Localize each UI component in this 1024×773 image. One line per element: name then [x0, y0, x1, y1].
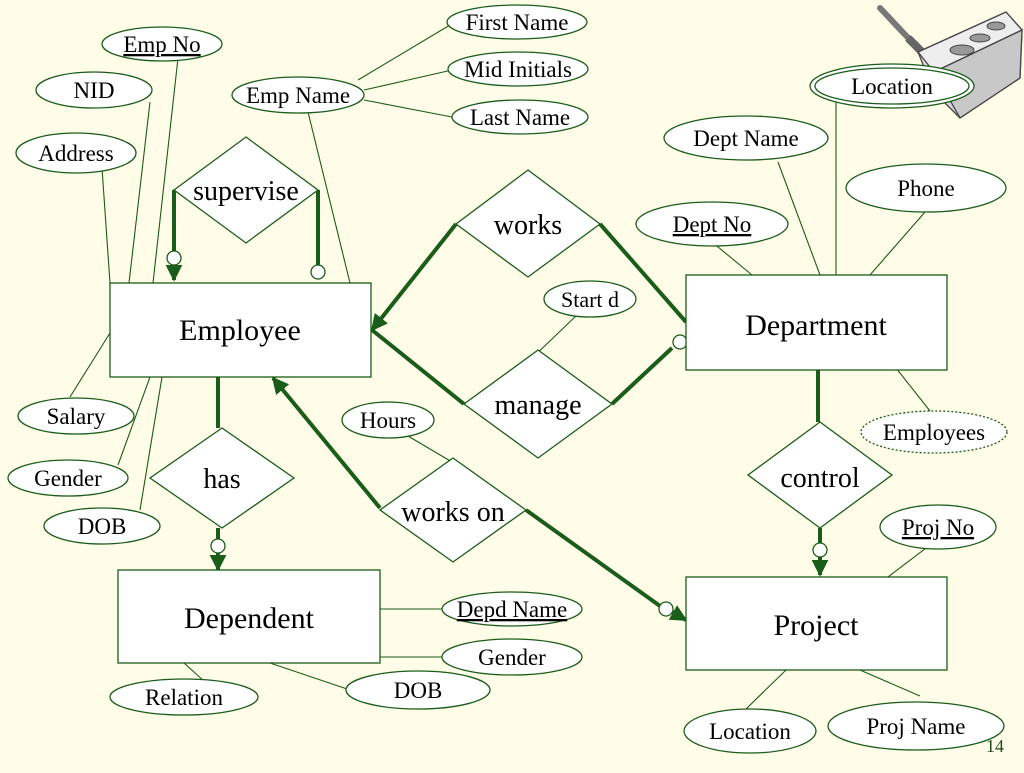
entity-label: Department [745, 309, 887, 342]
attr-label: First Name [466, 10, 569, 35]
attr-label: Emp Name [246, 83, 350, 108]
attr-label: NID [74, 78, 115, 103]
attr-label: Location [709, 719, 791, 744]
relationship-has[interactable]: has [148, 427, 296, 529]
attr-first-name[interactable]: First Name [446, 4, 588, 40]
attr-label: Mid Initials [464, 57, 572, 82]
entity-label: Employee [179, 314, 301, 347]
attr-project-location[interactable]: Location [683, 708, 817, 754]
attr-dept-location[interactable]: Location [809, 63, 975, 109]
works-on-ring [658, 601, 674, 617]
attr-label: Proj Name [866, 714, 965, 739]
attr-dob[interactable]: DOB [43, 507, 161, 545]
entity-employee[interactable]: Employee [109, 282, 372, 378]
participation-rings [166, 250, 828, 617]
attr-label: DOB [78, 514, 127, 539]
attr-label: Emp No [123, 32, 200, 57]
attr-label: Location [851, 74, 933, 99]
attr-label: Relation [145, 685, 223, 710]
attr-label: Phone [897, 176, 955, 201]
relationship-label: has [203, 464, 240, 495]
attr-label: Gender [478, 645, 546, 670]
attr-employees[interactable]: Employees [860, 410, 1008, 454]
attr-emp-name[interactable]: Emp Name [231, 76, 365, 114]
attr-gender[interactable]: Gender [7, 459, 129, 497]
relationship-lines [165, 190, 829, 622]
cheese-grater-icon [877, 5, 1024, 119]
attr-dept-name[interactable]: Dept Name [663, 115, 829, 161]
relationship-supervise[interactable]: supervise [172, 136, 320, 244]
attr-dept-no[interactable]: Dept No [635, 201, 789, 247]
attr-hours[interactable]: Hours [341, 401, 435, 439]
attr-relation[interactable]: Relation [109, 678, 259, 716]
supervise-ring [310, 264, 326, 280]
relationship-works[interactable]: works [454, 169, 602, 278]
relationship-manage[interactable]: manage [462, 349, 614, 459]
attr-dependent-dob[interactable]: DOB [345, 670, 491, 710]
attr-label: Proj No [902, 515, 974, 540]
page-number: 14 [986, 736, 1004, 756]
attr-start-date[interactable]: Start d [543, 280, 637, 318]
relationship-label: works on [401, 497, 504, 528]
relationship-label: manage [494, 390, 581, 421]
attr-label: Start d [561, 287, 619, 312]
manage-ring [672, 334, 688, 350]
attr-nid[interactable]: NID [35, 71, 153, 109]
supervise-ring [166, 250, 182, 266]
attr-label: Last Name [470, 105, 570, 130]
attr-phone[interactable]: Phone [845, 163, 1007, 213]
entity-dependent[interactable]: Dependent [117, 569, 381, 664]
attr-proj-name[interactable]: Proj Name [827, 701, 1005, 751]
relationship-label: works [494, 210, 562, 241]
attr-label: Dept Name [693, 126, 798, 151]
attr-emp-no[interactable]: Emp No [101, 26, 223, 62]
entity-department[interactable]: Department [685, 274, 948, 371]
attr-label: Dept No [673, 212, 752, 237]
attr-label: Hours [360, 408, 416, 433]
relationship-control[interactable]: control [746, 421, 894, 529]
attr-label: Address [38, 141, 113, 166]
attr-salary[interactable]: Salary [17, 397, 135, 435]
relationship-works-on[interactable]: works on [378, 457, 528, 563]
attr-proj-no[interactable]: Proj No [879, 504, 997, 550]
entity-project[interactable]: Project [685, 576, 948, 671]
attr-label: DOB [394, 678, 443, 703]
control-ring [812, 542, 828, 558]
relationship-label: supervise [193, 176, 299, 207]
attr-label: Gender [34, 466, 102, 491]
attribute-lines [69, 24, 931, 711]
attr-label: Salary [47, 404, 106, 429]
attr-mid-initials[interactable]: Mid Initials [447, 51, 589, 87]
attr-label: Depd Name [457, 597, 568, 622]
has-ring [210, 538, 226, 554]
relationship-label: control [780, 463, 860, 494]
attr-dependent-gender[interactable]: Gender [441, 638, 583, 676]
entity-label: Dependent [184, 602, 315, 635]
attr-label: Employees [883, 420, 985, 445]
attr-depd-name[interactable]: Depd Name [441, 591, 583, 627]
attr-last-name[interactable]: Last Name [451, 99, 589, 135]
attr-address[interactable]: Address [15, 132, 137, 174]
entity-label: Project [774, 609, 860, 642]
